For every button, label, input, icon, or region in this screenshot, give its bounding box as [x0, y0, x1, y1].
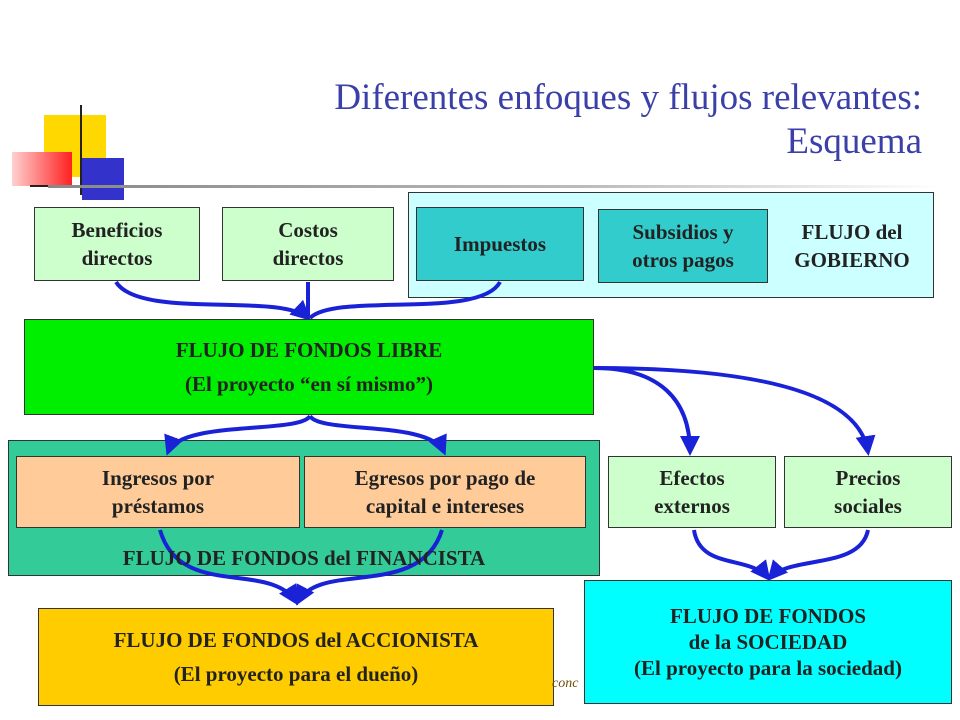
node-accionista-line2: (El proyecto para el dueño)	[173, 662, 419, 686]
page-title: Diferentes enfoques y flujos relevantes:…	[334, 76, 922, 165]
gobierno-label: FLUJO del GOBIERNO	[772, 218, 932, 275]
logo-decoration	[0, 0, 140, 200]
arrow-libre-to-efectos	[593, 366, 700, 456]
node-subsidios-line1: Subsidios y	[632, 219, 734, 244]
node-libre-line1: FLUJO DE FONDOS LIBRE	[175, 337, 443, 362]
node-flujo-sociedad: FLUJO DE FONDOS de la SOCIEDAD (El proye…	[584, 580, 952, 704]
arrow-egresos-to-accionista	[296, 529, 444, 606]
arrow-beneficios-to-libre	[114, 280, 311, 321]
node-egresos-pago: Egresos por pago de capital e intereses	[304, 456, 586, 528]
page-title-line1: Diferentes enfoques y flujos relevantes:	[334, 77, 922, 118]
node-efectos-externos: Efectos externos	[608, 456, 776, 528]
footer-fragment: conc	[552, 676, 579, 691]
financista-label: FLUJO DE FONDOS del FINANCISTA	[8, 544, 600, 572]
financista-label-line1: FLUJO DE FONDOS del FINANCISTA	[122, 546, 486, 570]
node-sociedad-line3: (El proyecto para la sociedad)	[634, 656, 902, 681]
node-flujo-accionista: FLUJO DE FONDOS del ACCIONISTA (El proye…	[38, 608, 554, 706]
node-subsidios: Subsidios y otros pagos	[598, 209, 768, 283]
logo-vertical-line	[80, 105, 82, 195]
logo-red-square	[12, 152, 72, 186]
node-precios-sociales: Precios sociales	[784, 456, 952, 528]
arrow-libre-to-precios	[593, 366, 876, 456]
node-costos-directos: Costos directos	[222, 207, 394, 281]
arrow-efectos-to-sociedad	[692, 529, 771, 582]
arrow-ingresos-to-accionista	[158, 529, 299, 606]
node-impuestos: Impuestos	[416, 207, 584, 281]
node-egresos-line1: Egresos por pago de	[354, 465, 536, 490]
logo-blue-square	[82, 158, 124, 200]
page-title-line2: Esquema	[786, 121, 922, 163]
arrow-libre-to-egresos	[308, 414, 447, 456]
node-impuestos-line1: Impuestos	[453, 231, 547, 256]
arrow-precios-to-sociedad	[767, 529, 870, 582]
node-beneficios-line1: Beneficios	[71, 217, 163, 242]
arrow-libre-to-ingresos	[164, 414, 312, 456]
node-ingresos-prestamos: Ingresos por préstamos	[16, 456, 300, 528]
node-ingresos-line2: préstamos	[111, 494, 205, 518]
gobierno-label-line1: FLUJO del	[801, 220, 903, 244]
node-flujo-libre: FLUJO DE FONDOS LIBRE (El proyecto “en s…	[24, 319, 594, 415]
gobierno-label-line2: GOBIERNO	[794, 248, 910, 273]
node-egresos-line2: capital e intereses	[365, 494, 525, 518]
node-costos-line1: Costos	[278, 217, 338, 242]
node-accionista-line1: FLUJO DE FONDOS del ACCIONISTA	[113, 627, 479, 652]
node-beneficios-line2: directos	[81, 246, 153, 270]
node-costos-line2: directos	[272, 246, 344, 270]
arrow-impuestos-to-libre	[308, 280, 502, 320]
node-efectos-line2: externos	[654, 494, 730, 518]
node-sociedad-line1: FLUJO DE FONDOS	[669, 603, 866, 628]
node-beneficios-directos: Beneficios directos	[34, 207, 200, 281]
node-libre-line2: (El proyecto “en sí mismo”)	[184, 372, 434, 396]
node-sociedad-line2: de la SOCIEDAD	[688, 629, 848, 654]
node-precios-line1: Precios	[835, 465, 901, 490]
title-rule	[48, 185, 940, 188]
node-efectos-line1: Efectos	[659, 465, 725, 490]
node-precios-line2: sociales	[834, 494, 902, 518]
node-subsidios-line2: otros pagos	[632, 248, 734, 272]
node-ingresos-line1: Ingresos por	[101, 465, 215, 490]
